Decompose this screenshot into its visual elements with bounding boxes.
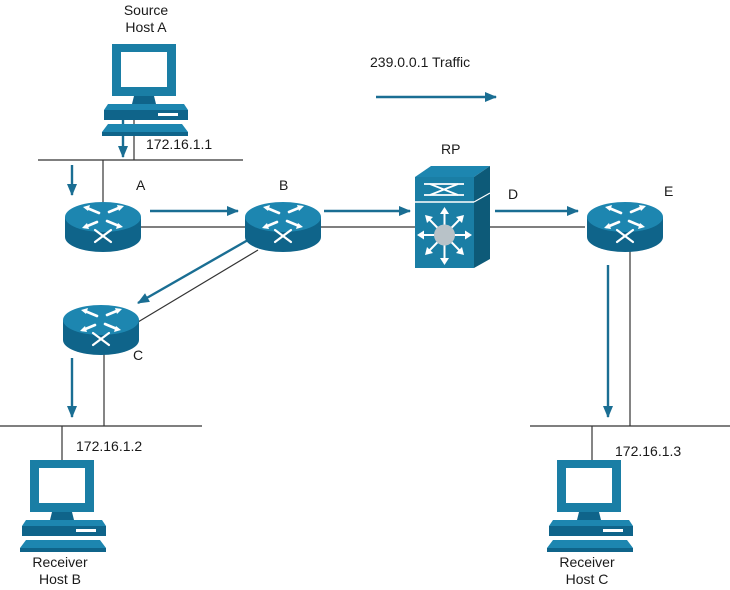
host-a-name-label: Host A <box>125 19 167 35</box>
router-b <box>243 200 323 254</box>
host-c-ip-label: 172.16.1.3 <box>615 443 682 459</box>
host-c-role-label: Receiver <box>559 554 615 570</box>
rp-switch <box>415 166 491 268</box>
host-b-computer <box>20 460 106 552</box>
router-b-label: B <box>279 177 289 193</box>
host-a-ip-label: 172.16.1.1 <box>146 136 213 152</box>
router-e <box>585 200 665 254</box>
router-a-label: A <box>136 177 146 193</box>
router-c <box>61 303 141 357</box>
host-b-name-label: Host B <box>38 571 82 587</box>
host-c-name-label: Host C <box>565 571 609 587</box>
router-c-label: C <box>133 347 144 363</box>
host-c-computer <box>547 460 633 552</box>
router-a <box>63 200 143 254</box>
router-d-label: D <box>508 186 519 202</box>
host-b-role-label: Receiver <box>32 554 88 570</box>
rp-label: RP <box>441 141 461 157</box>
link-b-c <box>137 249 259 323</box>
host-a-computer <box>102 44 188 136</box>
router-e-label: E <box>664 183 674 199</box>
host-b-ip-label: 172.16.1.2 <box>76 438 143 454</box>
host-a-role-label: Source <box>123 2 169 18</box>
traffic-label: 239.0.0.1 Traffic <box>370 54 471 70</box>
traffic-arrow-b-c <box>137 238 249 305</box>
